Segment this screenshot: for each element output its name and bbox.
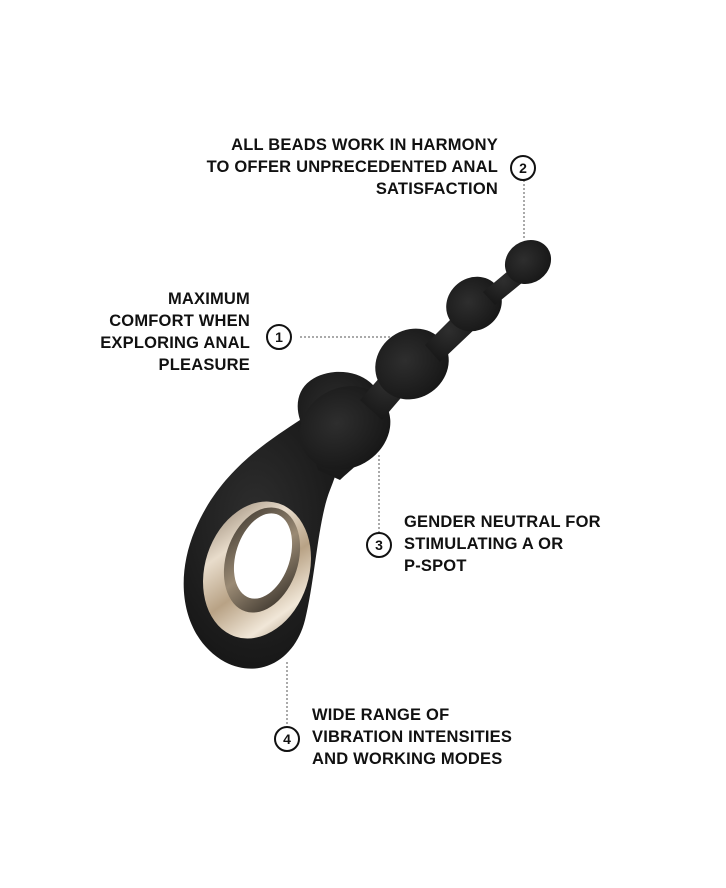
callout-1-line: COMFORT WHEN: [109, 312, 250, 330]
leader-lines: [286, 180, 525, 728]
callout-3-line: P-SPOT: [404, 557, 467, 575]
callout-4-number-badge: 4: [274, 726, 300, 752]
handle-ring: [203, 501, 311, 639]
callout-1-line: EXPLORING ANAL: [100, 334, 250, 352]
callout-2-number-badge: 2: [510, 155, 536, 181]
callout-1-line: PLEASURE: [158, 356, 250, 374]
callout-4-line: AND WORKING MODES: [312, 750, 503, 768]
callout-2-text: ALL BEADS WORK IN HARMONY TO OFFER UNPRE…: [207, 134, 498, 200]
callout-4-line: WIDE RANGE OF: [312, 706, 450, 724]
callout-1-line: MAXIMUM: [167, 290, 250, 308]
callout-4-text: WIDE RANGE OF VIBRATION INTENSITIES AND …: [312, 704, 512, 770]
callout-2-line: ALL BEADS WORK IN HARMONY: [231, 136, 498, 154]
callout-2-line: SATISFACTION: [375, 180, 498, 198]
callout-3-text: GENDER NEUTRAL FOR STIMULATING A OR P-SP…: [404, 511, 601, 577]
callout-3-line: GENDER NEUTRAL FOR: [404, 513, 601, 531]
callout-3-line: STIMULATING A OR: [404, 535, 564, 553]
callout-3-number-badge: 3: [366, 532, 392, 558]
callout-1-text: MAXIMUM COMFORT WHEN EXPLORING ANAL PLEA…: [100, 288, 250, 376]
callout-1-number-badge: 1: [266, 324, 292, 350]
callout-2-line: TO OFFER UNPRECEDENTED ANAL: [206, 158, 498, 176]
product-beads: [297, 239, 552, 480]
callout-4-line: VIBRATION INTENSITIES: [312, 728, 513, 746]
